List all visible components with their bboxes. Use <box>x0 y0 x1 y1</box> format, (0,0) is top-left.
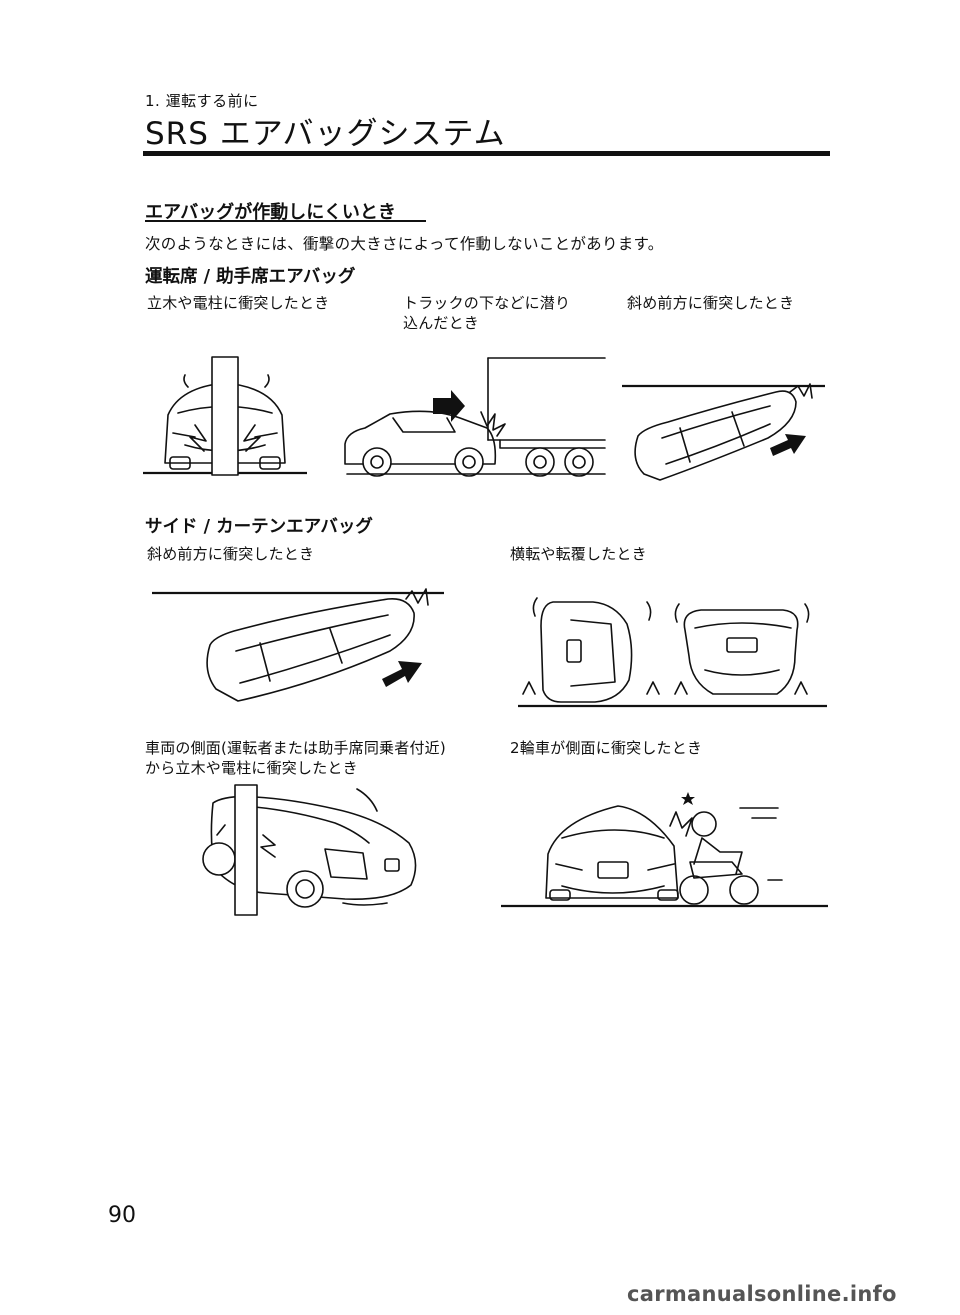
oblique-front-crash-illustration <box>622 383 825 481</box>
caption-underride-2: 込んだとき <box>403 314 480 332</box>
caption-side-oblique: 斜め前方に衝突したとき <box>147 545 315 563</box>
caption-rollover: 横転や転覆したとき <box>510 545 647 563</box>
section-intro: 次のようなときには、衝撃の大きさによって作動しないことがあります。 <box>145 235 664 253</box>
page-title: SRS エアバッグシステム <box>145 116 506 152</box>
section-heading: エアバッグが作動しにくいとき <box>145 202 396 223</box>
caption-pole-front: 立木や電柱に衝突したとき <box>147 294 330 312</box>
side-oblique-crash-illustration <box>152 588 444 702</box>
caption-oblique-front: 斜め前方に衝突したとき <box>627 294 795 312</box>
caption-side-pole-2: から立木や電柱に衝突したとき <box>145 759 358 777</box>
page-number: 90 <box>108 1203 136 1228</box>
caption-underride-1: トラックの下などに潜り <box>403 294 571 312</box>
pole-front-crash-illustration <box>143 356 307 476</box>
driver-airbag-heading: 運転席 / 助手席エアバッグ <box>145 267 356 287</box>
title-rule <box>143 151 830 156</box>
section-heading-underline <box>145 220 426 222</box>
watermark: carmanualsonline.info <box>627 1282 897 1306</box>
side-pole-crash-illustration <box>202 784 417 916</box>
underride-crash-illustration <box>344 357 606 477</box>
chapter-label: 1. 運転する前に <box>145 92 259 110</box>
caption-side-pole-1: 車両の側面(運転者または助手席同乗者付近) <box>145 739 446 757</box>
motorcycle-crash-illustration <box>501 792 828 908</box>
side-airbag-heading: サイド / カーテンエアバッグ <box>145 517 373 537</box>
rollover-illustration <box>518 597 827 708</box>
caption-motorcycle: 2輪車が側面に衝突したとき <box>510 739 703 757</box>
